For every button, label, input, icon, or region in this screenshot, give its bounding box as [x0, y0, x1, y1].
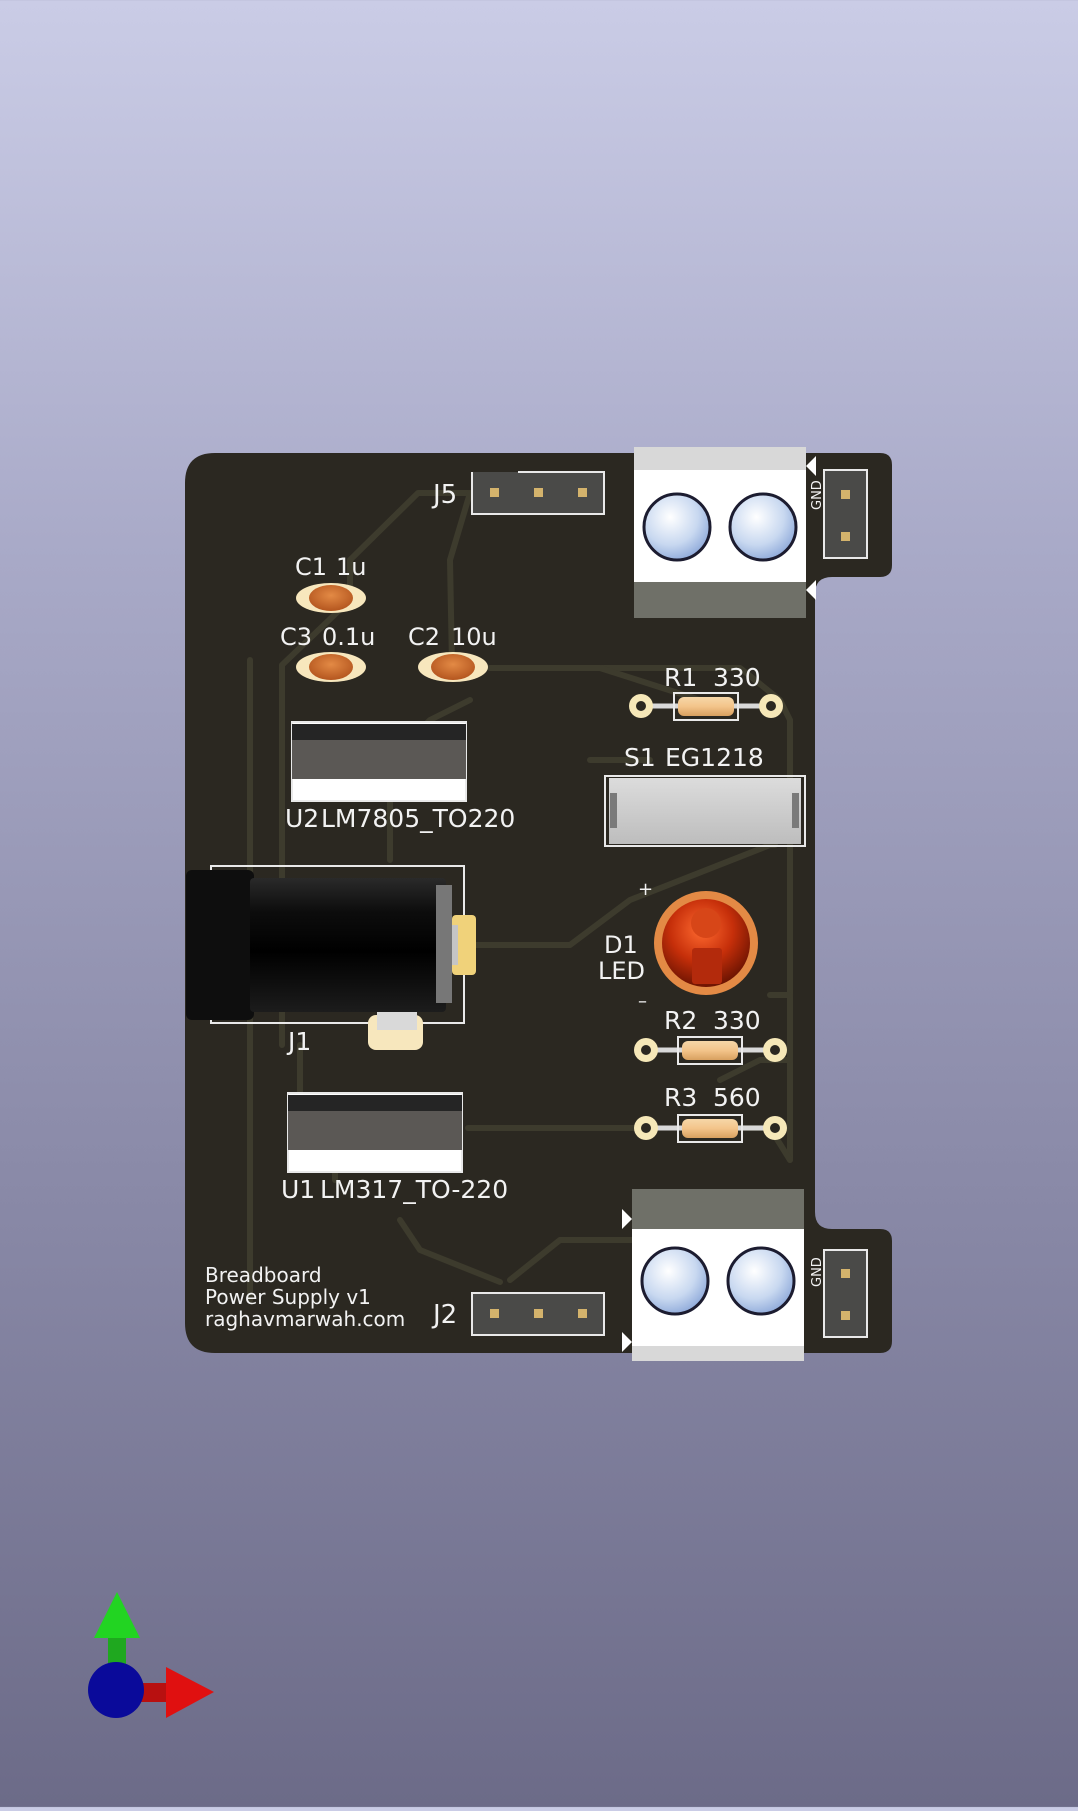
j2-pin-header[interactable] [471, 1292, 605, 1336]
bottom-gnd-header[interactable] [823, 1249, 868, 1338]
u1-regulator[interactable] [287, 1092, 463, 1173]
u1-value-label: LM317_TO-220 [320, 1175, 508, 1204]
bottom-terminal-screw-2[interactable] [726, 1246, 796, 1316]
c3-capacitor[interactable] [296, 652, 366, 682]
bottom-terminal-screw-1[interactable] [640, 1246, 710, 1316]
r2-resistor[interactable] [634, 1036, 787, 1065]
d1-value-label: LED [598, 957, 645, 985]
top-terminal-block[interactable] [634, 447, 816, 618]
s1-slide-switch[interactable] [604, 775, 806, 847]
j5-pin-2 [534, 488, 543, 497]
c2-reference-label: C2 [408, 623, 440, 651]
c3-value-label: 0.1u [322, 623, 375, 651]
r3-resistor[interactable] [634, 1114, 787, 1143]
j2-reference-label: J2 [431, 1300, 457, 1330]
u2-reference-label: U2 [285, 804, 319, 833]
z-axis-origin-icon [88, 1662, 144, 1718]
bottom-terminal-marker-lower [622, 1332, 632, 1352]
r1-reference-label: R1 [664, 663, 697, 692]
u2-value-label: LM7805_TO220 [321, 804, 515, 833]
c3-reference-label: C3 [280, 623, 312, 651]
top-gnd-pin-1 [841, 490, 850, 499]
board-title-line-2: Power Supply v1 [205, 1285, 371, 1309]
c1-reference-label: C1 [295, 553, 327, 581]
r1-resistor[interactable] [629, 692, 783, 721]
s1-value-label: EG1218 [665, 743, 764, 772]
board-title-line-3: raghavmarwah.com [205, 1307, 405, 1331]
d1-led[interactable] [654, 891, 758, 995]
c2-value-label: 10u [451, 623, 497, 651]
j2-pin-2 [534, 1309, 543, 1318]
c1-capacitor[interactable] [296, 583, 366, 613]
j5-pin-1 [490, 488, 499, 497]
u1-reference-label: U1 [281, 1175, 315, 1204]
j2-pin-1 [490, 1309, 499, 1318]
r1-value-label: 330 [713, 663, 761, 692]
pcb-traces [247, 490, 793, 1303]
c1-value-label: 1u [336, 553, 366, 581]
r2-value-label: 330 [713, 1006, 761, 1035]
c2-capacitor[interactable] [418, 652, 488, 682]
d1-reference-label: D1 [604, 931, 638, 959]
bottom-terminal-block[interactable] [622, 1189, 804, 1361]
top-terminal-marker-upper [806, 456, 816, 476]
j1-reference-label: J1 [286, 1027, 311, 1056]
u2-regulator[interactable] [291, 721, 467, 802]
s1-reference-label: S1 [624, 743, 656, 772]
j2-pin-3 [578, 1309, 587, 1318]
board-title-line-1: Breadboard [205, 1263, 322, 1287]
axes-gizmo[interactable] [88, 1592, 214, 1718]
r2-reference-label: R2 [664, 1006, 697, 1035]
top-terminal-screw-2[interactable] [728, 492, 798, 562]
x-axis-arrow-icon [166, 1667, 214, 1718]
top-gnd-label: GND [810, 480, 825, 510]
j5-pin-header[interactable] [471, 471, 605, 515]
d1-plus-marker: + [638, 879, 653, 900]
bottom-gnd-label: GND [810, 1257, 825, 1287]
bottom-gnd-pin-2 [841, 1311, 850, 1320]
j5-pin-3 [578, 488, 587, 497]
top-terminal-marker-lower [806, 580, 816, 600]
d1-minus-marker: – [638, 991, 647, 1012]
top-gnd-pin-2 [841, 532, 850, 541]
bottom-gnd-pin-1 [841, 1269, 850, 1278]
top-gnd-header[interactable] [823, 469, 868, 559]
y-axis-arrow-icon [94, 1592, 140, 1638]
r3-reference-label: R3 [664, 1083, 697, 1112]
bottom-terminal-marker-upper [622, 1209, 632, 1229]
j1-dc-jack[interactable] [186, 865, 476, 1050]
r3-value-label: 560 [713, 1083, 761, 1112]
top-terminal-screw-1[interactable] [642, 492, 712, 562]
j5-reference-label: J5 [431, 480, 457, 510]
